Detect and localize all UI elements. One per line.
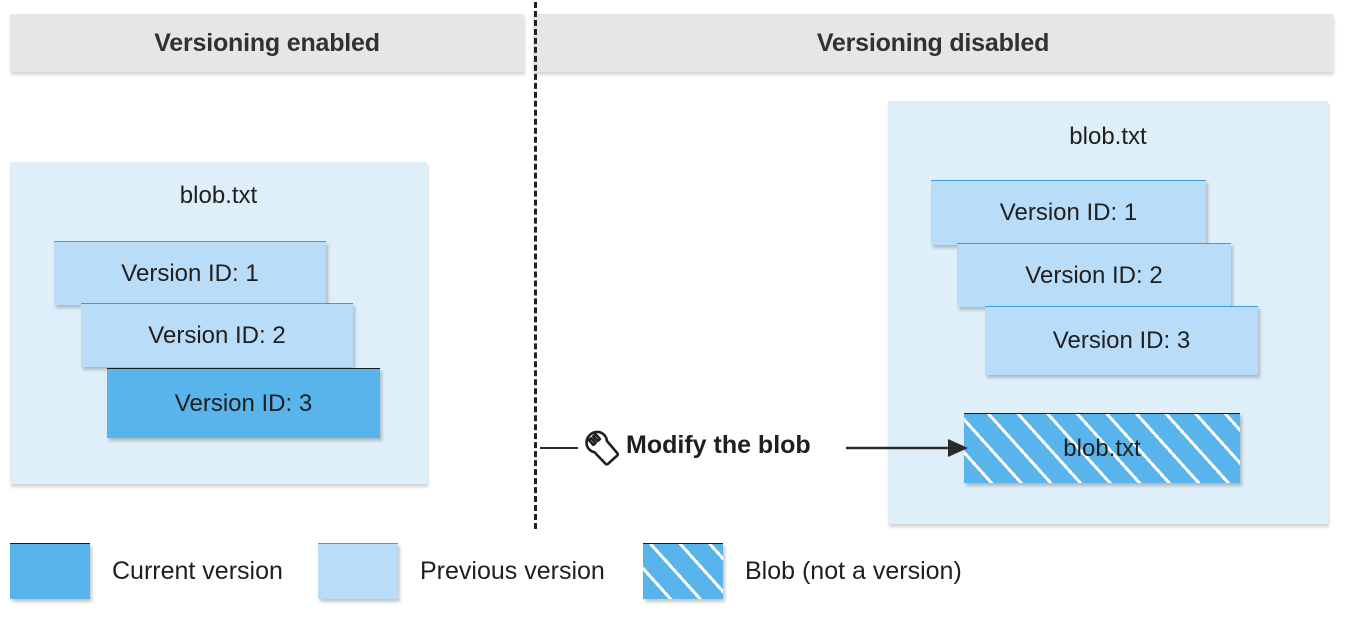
version-box-right-2: Version ID: 2 [957, 243, 1231, 307]
flow-arrow-icon [846, 432, 970, 464]
header-right-label: Versioning disabled [816, 28, 1050, 57]
version-label: Version ID: 3 [1052, 327, 1191, 354]
flow-connector-line [540, 447, 578, 449]
legend: Current version Previous version Blob (n… [0, 537, 1345, 617]
header-versioning-disabled: Versioning disabled [533, 14, 1333, 72]
header-versioning-enabled: Versioning enabled [10, 14, 524, 72]
header-left-label: Versioning enabled [154, 28, 380, 57]
legend-label-previous-version: Previous version [420, 556, 605, 585]
version-label: Version ID: 2 [1025, 261, 1163, 289]
blob-label: blob.txt [1063, 434, 1141, 462]
legend-swatch-previous-version [318, 543, 398, 599]
blob-box-not-a-version: blob.txt [964, 413, 1240, 483]
version-label: Version ID: 1 [999, 199, 1138, 226]
version-box-right-1: Version ID: 1 [931, 180, 1206, 245]
legend-label-current-version: Current version [112, 556, 283, 585]
legend-item-current-version: Current version [10, 543, 283, 599]
legend-swatch-blob-not-a-version [643, 543, 723, 599]
version-box-left-2: Version ID: 2 [81, 303, 353, 367]
wrench-icon [583, 428, 621, 468]
legend-swatch-current-version [10, 543, 90, 599]
legend-label-blob-not-a-version: Blob (not a version) [745, 556, 962, 585]
legend-item-blob-not-a-version: Blob (not a version) [643, 543, 962, 599]
blob-name-label-left: blob.txt [179, 182, 258, 209]
version-label: Version ID: 2 [148, 321, 286, 349]
modify-the-blob-label: Modify the blob [626, 431, 811, 459]
version-box-left-1: Version ID: 1 [54, 241, 326, 305]
version-label: Version ID: 3 [174, 389, 313, 417]
blob-name-label-right: blob.txt [1069, 123, 1147, 150]
version-box-left-3-current: Version ID: 3 [107, 368, 380, 438]
vertical-dashed-divider [534, 2, 537, 529]
version-label: Version ID: 1 [121, 259, 259, 287]
version-box-right-3: Version ID: 3 [985, 306, 1258, 375]
legend-item-previous-version: Previous version [318, 543, 605, 599]
